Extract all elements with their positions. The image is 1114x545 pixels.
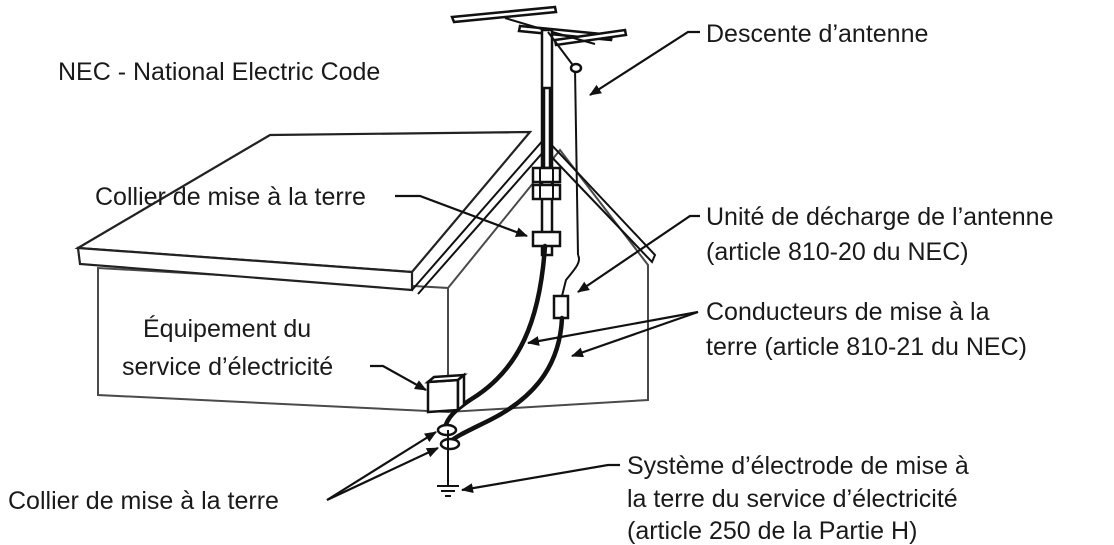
label-antenna-lead: Descente d’antenne xyxy=(706,20,928,48)
label-conductors-line1: Conducteurs de mise à la xyxy=(706,298,990,326)
leader-conductors-2 xyxy=(571,310,699,358)
mast-clamp-1 xyxy=(531,166,562,184)
label-electrode-line3: (article 250 de la Partie H) xyxy=(627,517,917,545)
house-gable-rake xyxy=(411,136,657,295)
mast-ground-clamp xyxy=(531,230,562,248)
label-electrode-line1: Système d’électrode de mise à xyxy=(627,452,969,480)
label-discharge-unit-line1: Unité de décharge de l’antenne xyxy=(706,203,1054,231)
label-discharge-unit-line2: (article 810-20 du NEC) xyxy=(706,238,969,266)
leader-electrode-system xyxy=(461,463,620,494)
ground-symbol-icon xyxy=(437,485,459,497)
ground-conductor-mast xyxy=(442,243,548,431)
nec-title: NEC - National Electric Code xyxy=(58,58,380,86)
leader-antenna-lead xyxy=(589,30,700,96)
leader-discharge-unit xyxy=(577,214,700,293)
leader-conductors-1 xyxy=(527,310,699,346)
antenna xyxy=(450,5,628,257)
mast-clamp-2 xyxy=(531,183,562,201)
rod-ground-clamp-2 xyxy=(439,437,461,451)
ground-conductors xyxy=(436,243,580,497)
labels: NEC - National Electric Code Descente d’… xyxy=(8,20,1054,545)
service-equipment-box xyxy=(424,372,468,414)
antenna-lead-connector xyxy=(569,62,583,74)
label-ground-clamp-bottom: Collier de mise à la terre xyxy=(8,487,279,515)
antenna-crossbar-top xyxy=(450,5,558,24)
label-equipment-line1: Équipement du xyxy=(143,314,311,343)
antenna-mast-upper xyxy=(542,86,552,170)
antenna-discharge-unit xyxy=(552,294,570,320)
label-ground-clamp-top: Collier de mise à la terre xyxy=(95,183,366,211)
leader-ground-clamp-bottom-1 xyxy=(326,431,437,501)
label-conductors-line2: terre (article 810-21 du NEC) xyxy=(706,333,1027,361)
label-equipment-line2: service d’électricité xyxy=(122,353,333,381)
lead-to-discharge-wire xyxy=(561,254,580,297)
ground-conductor-discharge xyxy=(447,315,565,445)
leader-lines xyxy=(326,30,700,501)
label-electrode-line2: la terre du service d’électricité xyxy=(627,485,958,513)
leader-service-equipment xyxy=(370,364,427,391)
leader-ground-clamp-top xyxy=(395,194,528,238)
leader-ground-clamp-bottom-2 xyxy=(326,447,439,501)
